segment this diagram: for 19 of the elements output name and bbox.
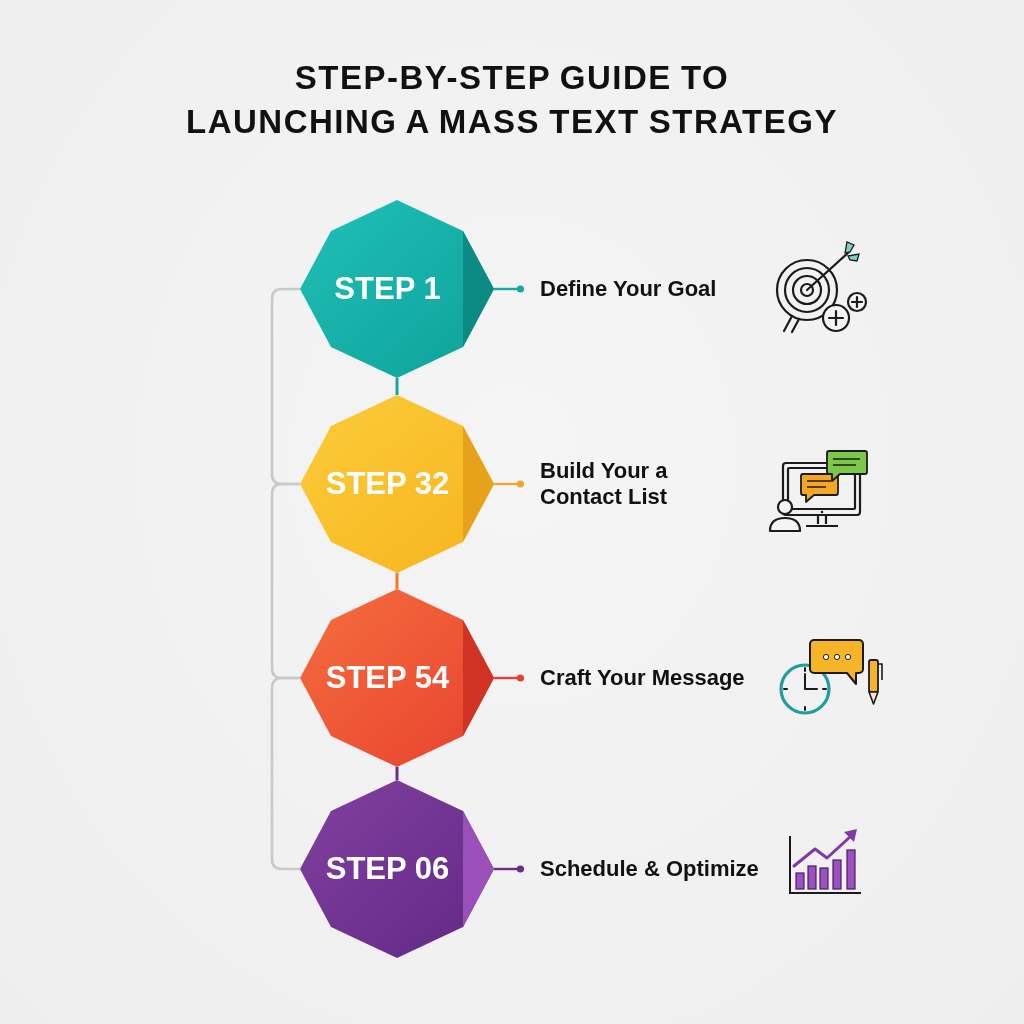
step-description: Craft Your Message xyxy=(540,665,746,691)
step-description: Build Your a Contact List xyxy=(540,458,669,510)
leader-line xyxy=(494,865,524,873)
step-description: Schedule & Optimize xyxy=(540,856,760,882)
step-description: Define Your Goal xyxy=(540,276,718,302)
leader-line xyxy=(494,480,524,488)
bracket-connector xyxy=(270,676,300,871)
step-label: STEP 32 xyxy=(325,466,450,502)
step-label: STEP 1 xyxy=(334,271,441,307)
step-label: STEP 54 xyxy=(325,660,450,696)
connector-line xyxy=(395,573,399,589)
leader-line xyxy=(494,674,524,682)
step-label: STEP 06 xyxy=(325,851,450,887)
title: STEP-BY-STEP GUIDE TO LAUNCHING A MASS TEXT STRATEGY xyxy=(185,58,839,142)
leader-line xyxy=(494,285,524,293)
connector-line xyxy=(395,767,399,780)
bracket-connector xyxy=(270,287,300,486)
bracket-connector xyxy=(270,482,300,680)
connector-line xyxy=(395,378,399,395)
